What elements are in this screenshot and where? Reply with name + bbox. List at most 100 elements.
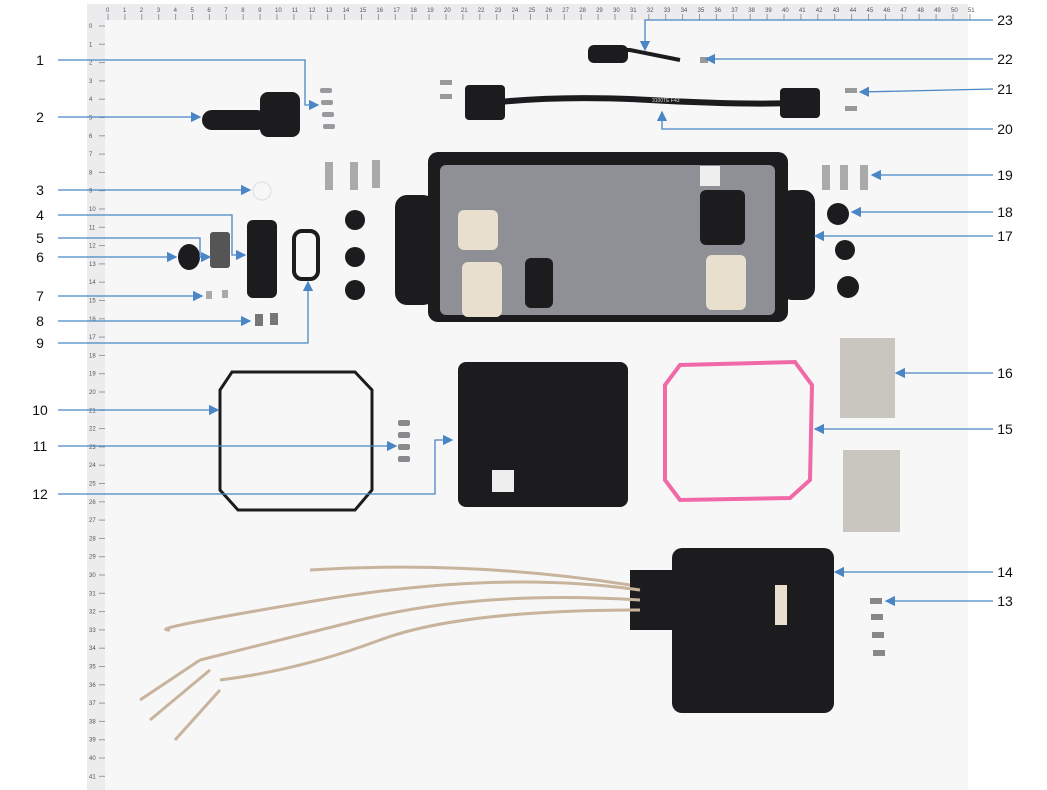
screws-13 bbox=[870, 598, 885, 656]
ruler-tick-label: 29 bbox=[89, 555, 96, 561]
ruler-tick-label: 21 bbox=[461, 8, 468, 14]
ruler-tick-label: 6 bbox=[89, 134, 93, 140]
ruler-tick-label: 0 bbox=[106, 8, 110, 14]
ruler-tick-label: 16 bbox=[376, 8, 383, 14]
ruler-tick-label: 5 bbox=[89, 116, 93, 122]
ruler-tick-label: 34 bbox=[681, 8, 688, 14]
gasket-10 bbox=[218, 370, 374, 512]
ruler-tick-label: 41 bbox=[799, 8, 806, 14]
ruler-tick-label: 28 bbox=[89, 536, 96, 542]
ruler-tick-label: 41 bbox=[89, 774, 96, 780]
ruler-tick-label: 30 bbox=[613, 8, 620, 14]
callout-line bbox=[58, 280, 314, 344]
ruler-tick-label: 10 bbox=[275, 8, 282, 14]
ruler-tick-label: 2 bbox=[140, 8, 144, 14]
callout-label: 7 bbox=[36, 288, 44, 304]
ruler-tick-label: 38 bbox=[748, 8, 755, 14]
callout-line bbox=[639, 19, 993, 52]
ruler-tick-label: 31 bbox=[630, 8, 637, 14]
callout-label: 6 bbox=[36, 249, 44, 265]
ruler-tick-label: 22 bbox=[89, 427, 96, 433]
ruler-tick-label: 29 bbox=[596, 8, 603, 14]
seal-ring-9 bbox=[292, 229, 320, 281]
qr-label bbox=[492, 470, 514, 492]
ruler-tick-label: 3 bbox=[157, 8, 161, 14]
screws-19 bbox=[325, 160, 868, 190]
ruler-tick-label: 46 bbox=[883, 8, 890, 14]
ruler-tick-label: 23 bbox=[495, 8, 502, 14]
ruler-tick-label: 24 bbox=[512, 8, 519, 14]
callout-line bbox=[58, 59, 320, 111]
screw-22 bbox=[700, 57, 708, 63]
ruler-tick-label: 51 bbox=[968, 8, 975, 14]
ruler-tick-label: 20 bbox=[444, 8, 451, 14]
ruler-tick-label: 15 bbox=[89, 299, 96, 305]
ruler-tick-label: 18 bbox=[410, 8, 417, 14]
ruler-tick-label: 10 bbox=[89, 207, 96, 213]
callout-label: 1 bbox=[36, 52, 44, 68]
ruler-tick-label: 0 bbox=[89, 24, 93, 30]
callout-label: 15 bbox=[997, 421, 1013, 437]
ruler-tick-label: 25 bbox=[529, 8, 536, 14]
callout-label: 13 bbox=[997, 593, 1013, 609]
thermal-pad bbox=[843, 450, 900, 532]
ruler-tick-label: 25 bbox=[89, 482, 96, 488]
callout-line bbox=[58, 237, 212, 263]
callout-line bbox=[858, 86, 994, 97]
screws-1 bbox=[320, 88, 335, 129]
grommets bbox=[345, 203, 859, 300]
ruler-tick-label: 20 bbox=[89, 390, 96, 396]
seal-disc-3 bbox=[252, 181, 272, 201]
ruler-tick-label: 48 bbox=[917, 8, 924, 14]
ruler-tick-label: 37 bbox=[89, 701, 96, 707]
ruler-tick-label: 19 bbox=[427, 8, 434, 14]
ruler-tick-label: 17 bbox=[393, 8, 400, 14]
ruler-tick-label: 27 bbox=[562, 8, 569, 14]
ruler-tick-label: 30 bbox=[89, 573, 96, 579]
ruler-tick-label: 13 bbox=[89, 262, 96, 268]
ruler-tick-label: 40 bbox=[89, 756, 96, 762]
callout-lines bbox=[58, 19, 994, 607]
ruler-tick-label: 28 bbox=[579, 8, 586, 14]
callout-label: 10 bbox=[32, 402, 48, 418]
callout-label: 9 bbox=[36, 335, 44, 351]
callout-line bbox=[58, 434, 454, 495]
callout-label: 17 bbox=[997, 228, 1013, 244]
cover-12 bbox=[458, 362, 628, 507]
ruler-tick-label: 9 bbox=[258, 8, 262, 14]
ruler-tick-label: 26 bbox=[545, 8, 552, 14]
ruler-tick-label: 16 bbox=[89, 317, 96, 323]
ruler-tick-label: 45 bbox=[867, 8, 874, 14]
callout-label: 2 bbox=[36, 109, 44, 125]
callout-label: 3 bbox=[36, 182, 44, 198]
ruler-tick-label: 4 bbox=[89, 97, 93, 103]
screws-8 bbox=[255, 313, 278, 326]
ruler-tick-label: 4 bbox=[174, 8, 178, 14]
ruler-tick-label: 37 bbox=[731, 8, 738, 14]
callout-label: 5 bbox=[36, 230, 44, 246]
thermal-pad-16 bbox=[840, 338, 895, 418]
ruler-tick-label: 17 bbox=[89, 335, 96, 341]
callout-label: 19 bbox=[997, 167, 1013, 183]
ruler-tick-label: 32 bbox=[89, 610, 96, 616]
ruler-tick-label: 38 bbox=[89, 719, 96, 725]
callout-label: 8 bbox=[36, 313, 44, 329]
wire-harness bbox=[139, 565, 641, 742]
ruler-tick-label: 39 bbox=[89, 738, 96, 744]
ruler-tick-label: 44 bbox=[850, 8, 857, 14]
ruler-tick-label: 12 bbox=[309, 8, 316, 14]
gasket-15 bbox=[663, 359, 815, 503]
ruler-tick-label: 1 bbox=[123, 8, 127, 14]
ruler-tick-label: 35 bbox=[89, 665, 96, 671]
plug-6 bbox=[178, 244, 200, 270]
ruler-tick-label: 18 bbox=[89, 353, 96, 359]
callout-line bbox=[656, 110, 993, 130]
ruler-tick-label: 15 bbox=[360, 8, 367, 14]
ruler-tick-label: 1 bbox=[89, 42, 93, 48]
ruler-tick-label: 7 bbox=[89, 152, 93, 158]
cable-label: 3100TE F43 bbox=[652, 98, 680, 104]
callout-label: 21 bbox=[997, 81, 1013, 97]
ruler-tick-label: 43 bbox=[833, 8, 840, 14]
